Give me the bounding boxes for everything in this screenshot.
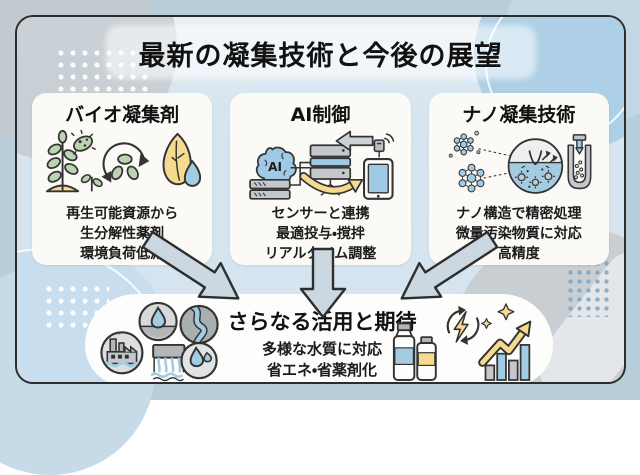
page-title: 最新の凝集技術と今後の展望 bbox=[138, 41, 503, 72]
sparkle-icon bbox=[497, 303, 515, 321]
river-circle-icon bbox=[179, 304, 219, 345]
flow-arrow-left-icon bbox=[141, 230, 240, 300]
outcome-line: 多様な水質に対応 bbox=[261, 340, 382, 358]
recycle-leaves-icon bbox=[101, 142, 150, 183]
card-bio-coagulant: バイオ凝集剤 bbox=[32, 93, 213, 265]
card-title: AI制御 bbox=[290, 104, 351, 126]
server-small-icon bbox=[249, 161, 311, 200]
card-line: 環境負荷低減 bbox=[80, 245, 165, 262]
card-line: 高精度 bbox=[497, 245, 540, 262]
waterdrop-circle-icon bbox=[138, 302, 178, 342]
leaf-waterdrop-icon bbox=[162, 132, 202, 187]
arrow-left-icon bbox=[336, 130, 375, 152]
energy-cycle-icon bbox=[446, 305, 480, 345]
card-title: バイオ凝集剤 bbox=[65, 104, 180, 126]
outcome-panel: さらなる活用と期待 多様な水質に対応 省エネ・省薬剤化 bbox=[85, 294, 553, 382]
card-line: 最適投与・撹拌 bbox=[276, 225, 365, 242]
ai-system-icons: AI bbox=[249, 130, 395, 200]
nano-icons bbox=[448, 130, 592, 194]
flow-arrow-center-icon bbox=[299, 247, 347, 319]
card-ai-control: AI制御 AI bbox=[230, 93, 411, 265]
nano-molecule-icon bbox=[448, 130, 510, 193]
card-row: バイオ凝集剤 bbox=[32, 93, 609, 265]
card-title: ナノ凝集技術 bbox=[462, 104, 576, 126]
magnified-particles-icon bbox=[507, 138, 563, 194]
outcome-line: 省エネ・省薬剤化 bbox=[266, 361, 378, 379]
drops-circle-icon bbox=[180, 341, 218, 380]
ai-brain-icon: AI bbox=[256, 146, 298, 184]
card-line: 生分解性薬剤 bbox=[80, 225, 165, 242]
plant-microbe-icon bbox=[46, 129, 103, 193]
tablet-icon bbox=[363, 158, 395, 200]
curved-arrow-icon bbox=[299, 172, 364, 195]
waterfall-icon bbox=[150, 343, 186, 382]
plant-microbe-recycle-leaf-icons bbox=[46, 129, 202, 193]
chemical-bottles-icon bbox=[392, 322, 437, 381]
title-band bbox=[105, 25, 536, 79]
treatment-vessel-icon bbox=[567, 134, 592, 190]
card-nano-technology: ナノ凝集技術 bbox=[428, 93, 609, 265]
card-line: 再生可能資源から bbox=[66, 206, 179, 222]
card-line: センサーと連携 bbox=[271, 206, 370, 222]
growth-chart-icon bbox=[478, 303, 532, 381]
factory-circle-icon bbox=[100, 331, 144, 375]
benefit-icons bbox=[392, 303, 532, 381]
card-line: ナノ構造で精密処理 bbox=[456, 206, 582, 222]
ai-label: AI bbox=[269, 160, 283, 174]
main-panel: 最新の凝集技術と今後の展望 バイオ凝集剤 bbox=[15, 15, 626, 384]
water-sources-icons bbox=[100, 302, 219, 382]
sparkle-icon bbox=[481, 318, 492, 329]
sensor-wifi-icon bbox=[374, 133, 395, 158]
flow-arrow-right-icon bbox=[400, 230, 499, 300]
